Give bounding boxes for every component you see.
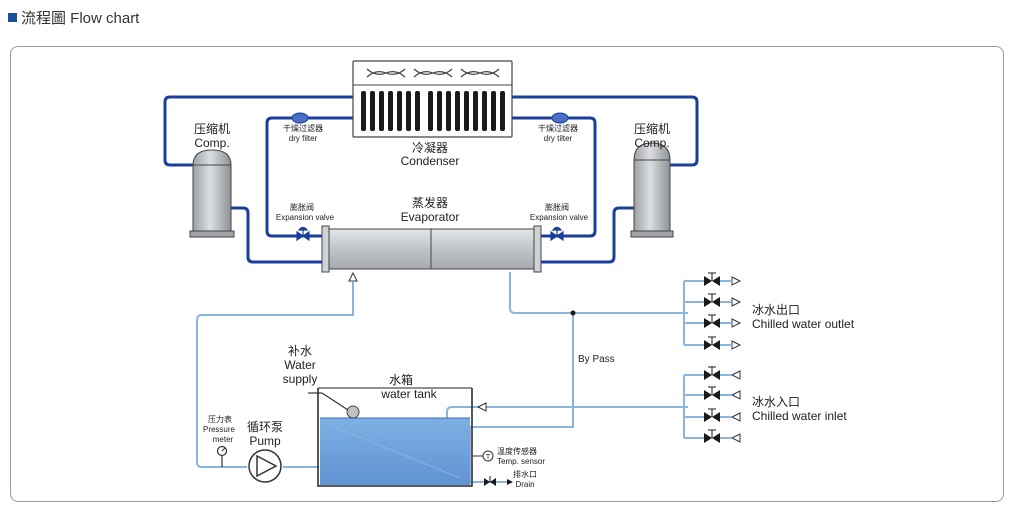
exp-left-cn: 膨胀阀 (290, 202, 314, 212)
refrigerant-lines (163, 95, 699, 264)
compressor-left (189, 149, 235, 238)
outlet-valve-icon (704, 314, 742, 328)
evaporator-en: Evaporator (401, 210, 460, 224)
pump-icon (248, 449, 282, 483)
exp-left-en: Expansion valve (276, 213, 335, 222)
expansion-valve-left-icon (296, 226, 310, 242)
evaporator-inlet-arrow-icon (348, 271, 358, 282)
fan-icon (366, 68, 500, 78)
compressor-right (630, 142, 674, 238)
comp-right-en: Comp. (634, 136, 669, 150)
bypass-junction-icon (570, 310, 576, 316)
temp-sensor-icon: T (472, 450, 494, 462)
outlet-valve-icon (704, 336, 742, 350)
comp-right-cn: 压缩机 (634, 121, 670, 136)
outlet-valve-icon (704, 272, 742, 286)
page-header: 流程圖 Flow chart (8, 7, 139, 28)
diagram-labels: 压缩机 Comp. 压缩机 Comp. 干燥过滤器 dry filter 干燥过… (194, 121, 855, 489)
pressure-en2: meter (213, 435, 234, 444)
drain-valve-icon (484, 476, 513, 486)
filter-right-cn: 干燥过滤器 (538, 123, 578, 133)
pressure-cn: 压力表 (208, 414, 232, 424)
diagram-frame (10, 46, 1004, 502)
temp-cn: 温度传感器 (497, 446, 537, 456)
inlet-valves (704, 366, 741, 443)
page-title: 流程圖 Flow chart (21, 10, 140, 27)
inlet-en: Chilled water inlet (752, 409, 847, 423)
tank-inlet-arrow-icon (476, 402, 487, 412)
drain-cn: 排水口 (513, 469, 537, 479)
pressure-en1: Pressure (203, 425, 236, 434)
inlet-valve-icon (704, 366, 741, 380)
evaporator-cn: 蒸发器 (412, 195, 448, 210)
float-ball-icon (346, 405, 360, 419)
exp-right-cn: 膨胀阀 (545, 202, 569, 212)
svg-text:T: T (486, 454, 491, 461)
outlet-valve-icon (704, 293, 742, 307)
bypass-label: By Pass (578, 354, 615, 365)
supply-en2: supply (283, 372, 318, 386)
dry-filter-left-icon (291, 112, 309, 124)
water-lines (196, 272, 705, 484)
drain-en: Drain (515, 480, 534, 489)
condenser-fins (361, 91, 505, 131)
comp-left-cn: 压缩机 (194, 121, 230, 136)
pump-cn: 循环泵 (247, 420, 283, 434)
header-square-icon (8, 13, 17, 22)
exp-right-en: Expansion valve (530, 213, 589, 222)
comp-left-en: Comp. (194, 136, 229, 150)
dry-filter-right-icon (551, 112, 569, 124)
outlet-valves (704, 272, 742, 350)
inlet-valve-icon (704, 429, 741, 443)
inlet-valve-icon (704, 386, 741, 400)
inlet-valve-icon (704, 408, 741, 422)
inlet-cn: 冰水入口 (752, 395, 800, 409)
tank-en: water tank (380, 387, 437, 401)
tank-cn: 水箱 (389, 372, 413, 387)
supply-cn: 补水 (288, 344, 312, 358)
temp-en: Temp. sensor (497, 457, 545, 466)
filter-left-cn: 干燥过滤器 (283, 123, 323, 133)
condenser-en: Condenser (401, 154, 460, 168)
condenser (352, 60, 513, 138)
evaporator (321, 225, 542, 273)
outlet-en: Chilled water outlet (752, 317, 855, 331)
outlet-cn: 冰水出口 (752, 303, 800, 317)
pump-en: Pump (249, 434, 281, 448)
expansion-valve-right-icon (550, 226, 564, 242)
filter-right-en: dry tilter (544, 134, 573, 143)
supply-en1: Water (284, 358, 316, 372)
water-tank (308, 387, 473, 487)
filter-left-en: dry filter (289, 134, 318, 143)
condenser-cn: 冷凝器 (412, 140, 448, 155)
pressure-meter-icon (216, 445, 228, 467)
